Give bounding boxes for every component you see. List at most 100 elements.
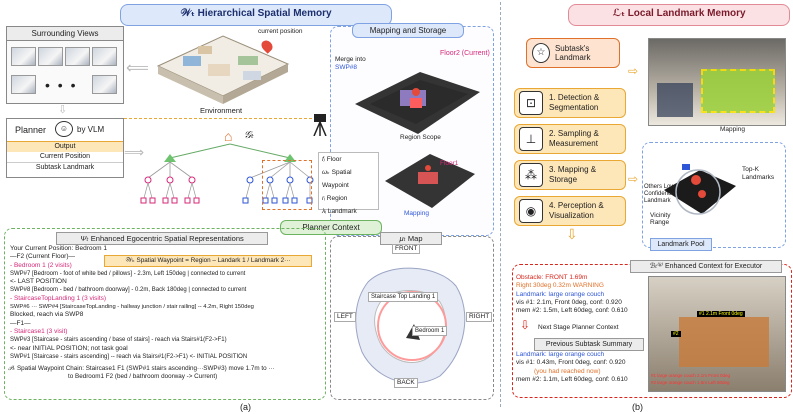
graph-tree xyxy=(140,140,320,218)
detection-image xyxy=(648,38,786,126)
right-title-text: Local Landmark Memory xyxy=(627,8,746,19)
environment-house-image xyxy=(148,26,298,106)
exec-line: Right 30deg 0.32m WARNING xyxy=(516,282,604,290)
map-tag-staircase: Staircase Top Landing 1 xyxy=(368,292,439,303)
current-position-label: current position xyxy=(258,28,303,35)
summary-line: vis #1: 0.43m, Front 0deg, conf: 0.920 xyxy=(516,359,626,367)
map-tag-bedroom: Bedroom 1 xyxy=(412,326,448,337)
img-label: #1 2.1m Front 0deg xyxy=(697,311,745,317)
arrow-down-icon: ⇩ xyxy=(520,318,531,332)
map-tag-left: LEFT xyxy=(334,312,356,323)
map-tag-right: RIGHT xyxy=(466,312,493,323)
ellipsis: • • • xyxy=(45,77,78,93)
chain-box: 𝒫ₖ Spatial Waypoint Chain: Staircase1 F1… xyxy=(8,365,320,385)
landmark-icon: ☆ xyxy=(532,43,550,63)
planner-subtask-landmark: Subtask Landmark xyxy=(35,164,95,171)
step-perception: ◉ 4. Perception & Visualization xyxy=(514,196,626,226)
graph-highlight-box xyxy=(262,160,312,210)
planner-context-label: Planner Context xyxy=(280,220,382,235)
arrow-right-icon: ⇨ xyxy=(628,64,639,78)
previous-summary-label: Previous Subtask Summary xyxy=(534,338,644,351)
exec-line: Obstacle: FRONT 1.69m xyxy=(516,274,588,281)
planner-output: Output xyxy=(7,141,123,152)
executor-lines: Obstacle: FRONT 1.69m Right 30deg 0.32m … xyxy=(516,274,636,315)
merge-into-text: Merge into xyxy=(335,56,366,63)
chain-line-2: to Bedroom1 F2 (bed / bathroom doorway -… xyxy=(68,373,218,381)
step-label: 2. Sampling & Measurement xyxy=(549,129,599,148)
top-down-map xyxy=(348,252,478,394)
ego-line: - StaircaseTopLanding 1 (3 visits) xyxy=(10,294,107,302)
summary-line: Landmark: large orange couch xyxy=(516,351,605,358)
left-title-text: Hierarchical Spatial Memory xyxy=(197,8,332,19)
planner-current-position: Current Position xyxy=(7,152,123,163)
executor-image: #1 2.1m Front 0deg #2 #1 large orange co… xyxy=(648,276,786,392)
legend-landmark: λᵢ Landmark xyxy=(322,208,357,215)
right-mapping-label: Mapping xyxy=(720,126,745,133)
arrow-left-icon: ⟸ xyxy=(126,60,149,77)
landmark-pool-scene xyxy=(660,150,740,232)
step-detection: ⊡1. Detection & Segmentation xyxy=(514,88,626,118)
img-label: #2 large orange couch 1.5m Left 60deg xyxy=(651,380,730,385)
ego-line: SWP#1 [Staircase - stairs ascending] -- … xyxy=(10,353,248,360)
arrow-down-icon: ⇩ xyxy=(566,226,578,242)
floor2-map xyxy=(350,62,485,144)
region-scope-label: Region Scope xyxy=(400,134,441,141)
panel-divider xyxy=(500,2,501,407)
ego-line: —F1— xyxy=(10,319,31,327)
step-label: 4. Perception & Visualization xyxy=(549,201,604,220)
robot-icon: ☺ xyxy=(55,121,73,137)
subtask-landmark-box: ☆ Subtask's Landmark xyxy=(526,38,620,68)
summary-line: mem #2: 1.1m, Left 60deg, conf: 0.610 xyxy=(516,375,628,383)
right-panel-title: ℒₜ Local Landmark Memory xyxy=(568,4,790,26)
exec-line: vis #1: 2.1m, Front 0deg, conf: 0.920 xyxy=(516,298,622,306)
couch-segmentation xyxy=(701,69,775,113)
topk-label: Top-K Landmarks xyxy=(742,166,775,182)
chain-line-1: 𝒫ₖ Spatial Waypoint Chain: Staircase1 F1… xyxy=(8,365,275,372)
ego-line: <- LAST POSITION xyxy=(10,278,67,286)
map-tag-front: FRONT xyxy=(392,244,421,255)
mapping-label-left: Mapping xyxy=(404,210,429,217)
map-tag-back: BACK xyxy=(394,378,418,389)
ego-symbol: Ψₜ xyxy=(80,234,89,243)
couch-region xyxy=(679,317,769,367)
arrow-right-icon: ⟹ xyxy=(124,144,145,160)
ego-lines: Your Current Position: Bedroom 1 —F2 (Cu… xyxy=(10,245,320,361)
arrow-right-icon: ⇨ xyxy=(628,172,639,186)
next-stage-label: Next Stage Planner Context xyxy=(538,324,619,331)
summary-line: (you had reached now) xyxy=(534,367,601,375)
view-thumbnail xyxy=(11,75,36,94)
graph-legend: fⱼ Floor ωₖ Spatial Waypoint rᵢ Region λ… xyxy=(318,152,379,215)
merge-into-label: Merge into SWP#8 xyxy=(335,56,366,72)
network-icon: ⁂ xyxy=(519,163,543,187)
view-thumbnail xyxy=(65,47,90,66)
ego-line: Your Current Position: Bedroom 1 xyxy=(10,245,107,252)
ego-line: SWP#3 [Staircase - stairs ascending / ba… xyxy=(10,337,227,344)
ego-line: <- near INITIAL POSITION; not task goal xyxy=(10,344,128,352)
summary-lines: Landmark: large orange couch vis #1: 0.4… xyxy=(516,351,642,384)
vicinity-range-label: Vicinity Range xyxy=(650,212,671,226)
planner-box: Planner ☺ by VLM Output Current Position… xyxy=(6,118,124,178)
planner-label: Planner xyxy=(15,125,47,135)
view-thumbnail xyxy=(92,47,117,66)
subtask-landmark-label: Subtask's Landmark xyxy=(554,44,591,62)
camera-tripod-icon xyxy=(312,112,328,137)
view-thumbnail xyxy=(92,75,117,94)
legend-floor: fⱼ Floor xyxy=(322,156,342,163)
surrounding-views-label: Surrounding Views xyxy=(6,26,124,41)
egocentric-box xyxy=(4,228,326,400)
step-mapping: ⁂3. Mapping & Storage xyxy=(514,160,626,190)
others-low-conf-label: Others Low Confidence Landmark xyxy=(644,184,675,204)
graph-symbol: 𝒢ₜ xyxy=(244,130,255,141)
caption-a: (a) xyxy=(240,402,251,412)
eye-icon: ◉ xyxy=(519,199,543,223)
swp-label: SWP#8 xyxy=(335,64,358,71)
ego-line: Blocked, reach via SWP8 xyxy=(10,311,84,319)
legend-waypoint: ωₖ Spatial Waypoint xyxy=(322,169,352,189)
tripod-icon: ⊥ xyxy=(519,127,543,151)
view-thumbnail xyxy=(38,47,63,66)
egocentric-title: Ψₜ Enhanced Egocentric Spatial Represent… xyxy=(56,232,268,245)
left-panel-title: 𝒲ₜ Hierarchical Spatial Memory xyxy=(120,4,392,26)
graph-house-icon: ⌂ xyxy=(224,128,233,144)
map-title: μₜ Map xyxy=(380,232,442,245)
arrow-down-icon: ⇩ xyxy=(58,104,68,116)
